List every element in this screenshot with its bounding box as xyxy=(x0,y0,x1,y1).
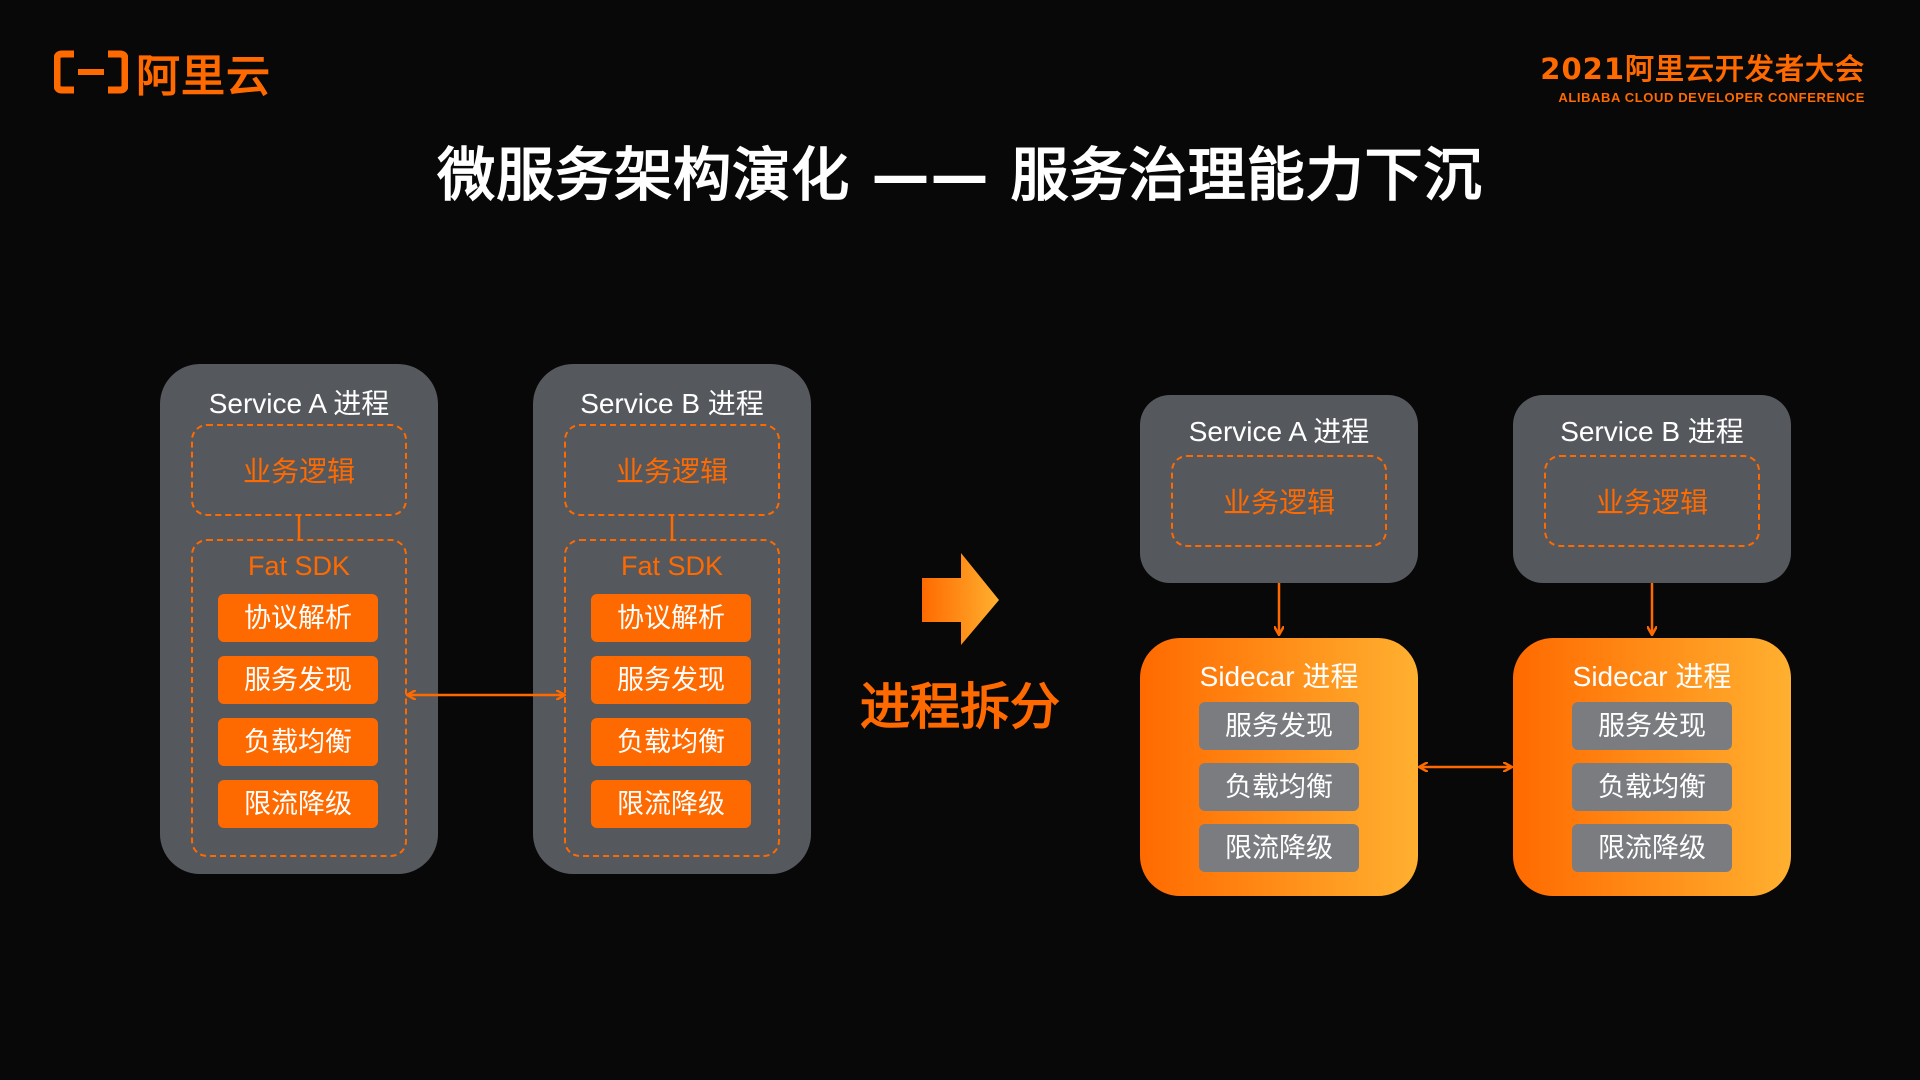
sidecar-item-rate-limiting: 限流降级 xyxy=(1199,824,1359,872)
sdk-item-load-balancing: 负载均衡 xyxy=(591,718,751,766)
sdk-item-load-balancing: 负载均衡 xyxy=(218,718,378,766)
before-service-a-process: Service A 进程 业务逻辑 Fat SDK 协议解析 服务发现 负载均衡… xyxy=(160,364,438,874)
sdk-item-discovery: 服务发现 xyxy=(591,656,751,704)
process-title: Service B 进程 xyxy=(1560,416,1744,447)
process-title: Service B 进程 xyxy=(580,388,764,419)
conference-title: 2021阿里云开发者大会 xyxy=(1540,52,1865,86)
business-logic-box: 业务逻辑 xyxy=(564,424,780,516)
business-logic-label: 业务逻辑 xyxy=(615,456,728,487)
sidecar-item-discovery: 服务发现 xyxy=(1572,702,1732,750)
sdk-item-rate-limiting: 限流降级 xyxy=(218,780,378,828)
business-logic-label: 业务逻辑 xyxy=(1595,487,1708,518)
sidecar-title: Sidecar 进程 xyxy=(1572,661,1732,692)
after-service-b-process: Service B 进程 业务逻辑 xyxy=(1513,395,1791,583)
business-logic-box: 业务逻辑 xyxy=(1544,455,1760,547)
sidecar-item-discovery: 服务发现 xyxy=(1199,702,1359,750)
fat-sdk-label: Fat SDK xyxy=(620,551,724,581)
after-sidecar-b-process: Sidecar 进程 服务发现 负载均衡 限流降级 xyxy=(1513,638,1791,896)
sdk-item-discovery: 服务发现 xyxy=(218,656,378,704)
business-logic-box: 业务逻辑 xyxy=(1171,455,1387,547)
alibaba-cloud-logo: 阿里云 xyxy=(54,48,271,102)
sdk-item-rate-limiting: 限流降级 xyxy=(591,780,751,828)
process-title: Service A 进程 xyxy=(1188,416,1370,447)
sdk-item-protocol: 协议解析 xyxy=(591,594,751,642)
transition-label: 进程拆分 xyxy=(860,678,1060,736)
after-service-a-process: Service A 进程 业务逻辑 xyxy=(1140,395,1418,583)
sdk-item-protocol: 协议解析 xyxy=(218,594,378,642)
slide-title: 微服务架构演化 —— 服务治理能力下沉 xyxy=(437,141,1483,209)
after-sidecar-a-process: Sidecar 进程 服务发现 负载均衡 限流降级 xyxy=(1140,638,1418,896)
sidecar-item-load-balancing: 负载均衡 xyxy=(1199,763,1359,811)
logo-text: 阿里云 xyxy=(136,51,271,102)
sidecar-item-load-balancing: 负载均衡 xyxy=(1572,763,1732,811)
conference-subtitle: ALIBABA CLOUD DEVELOPER CONFERENCE xyxy=(1558,90,1865,105)
fat-sdk-label: Fat SDK xyxy=(247,551,351,581)
before-service-b-process: Service B 进程 业务逻辑 Fat SDK 协议解析 服务发现 负载均衡… xyxy=(533,364,811,874)
sidecar-title: Sidecar 进程 xyxy=(1199,661,1359,692)
sidecar-item-rate-limiting: 限流降级 xyxy=(1572,824,1732,872)
transition-arrow-icon xyxy=(922,553,999,645)
alibaba-cloud-logo-icon xyxy=(54,50,128,94)
business-logic-label: 业务逻辑 xyxy=(242,456,355,487)
business-logic-box: 业务逻辑 xyxy=(191,424,407,516)
conference-branding: 2021阿里云开发者大会 ALIBABA CLOUD DEVELOPER CON… xyxy=(1540,46,1865,105)
process-title: Service A 进程 xyxy=(208,388,390,419)
business-logic-label: 业务逻辑 xyxy=(1222,487,1335,518)
